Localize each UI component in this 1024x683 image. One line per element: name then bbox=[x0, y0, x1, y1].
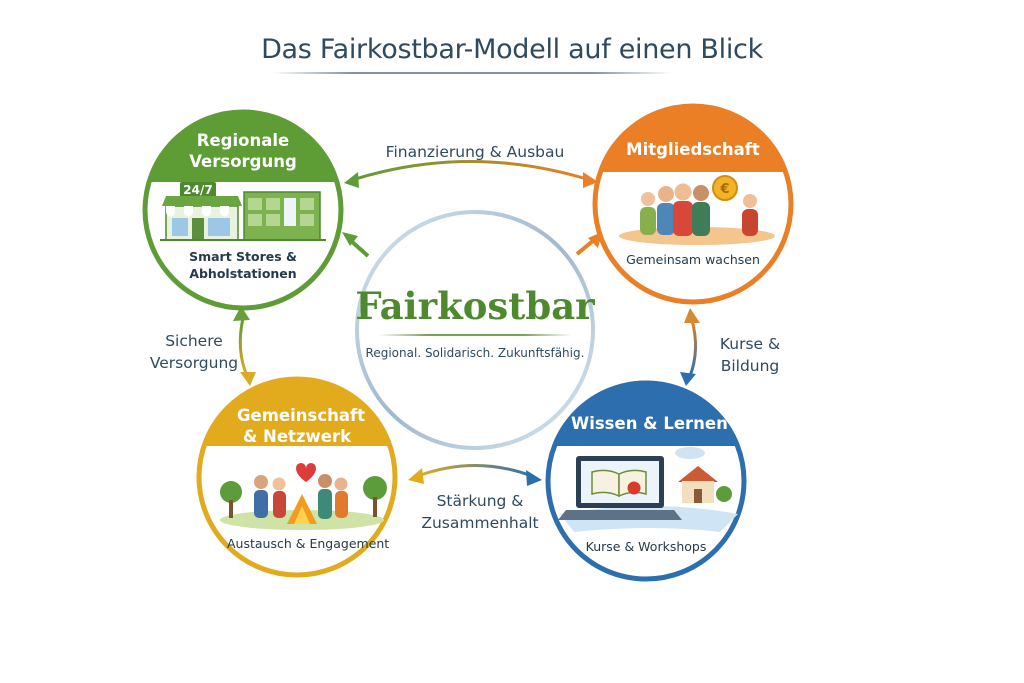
store-sign-24-7: 24/7 bbox=[183, 183, 213, 197]
center-circle bbox=[355, 210, 595, 450]
connector-right-arrow bbox=[680, 308, 700, 386]
connector-left-arrow bbox=[233, 306, 256, 386]
node-knowledge-title: Wissen & Lernen bbox=[571, 414, 728, 433]
center-divider bbox=[378, 334, 572, 336]
apple-icon bbox=[627, 481, 641, 495]
node-regional bbox=[142, 109, 344, 311]
node-regional-caption: Smart Stores & Abholstationen bbox=[189, 249, 297, 281]
community-illustration bbox=[220, 463, 387, 530]
connector-top-label: Finanzierung & Ausbau bbox=[385, 143, 565, 161]
node-membership-caption: Gemeinsam wachsen bbox=[626, 252, 760, 267]
euro-coin-icon: € bbox=[719, 182, 729, 197]
center-tagline: Regional. Solidarisch. Zukunftsfähig. bbox=[365, 346, 585, 360]
center-brand-name: Fairkostbar bbox=[355, 284, 595, 328]
page-title: Das Fairkostbar-Modell auf einen Blick bbox=[261, 34, 763, 65]
node-regional-title: Regionale Versorgung bbox=[168, 130, 318, 172]
node-knowledge-caption: Kurse & Workshops bbox=[585, 539, 707, 554]
node-regional-title-text: Regionale Versorgung bbox=[189, 131, 297, 171]
knowledge-illustration bbox=[558, 447, 738, 532]
members-illustration: € bbox=[619, 175, 775, 245]
node-community-title: Gemeinschaft & Netzwerk bbox=[222, 405, 372, 447]
node-membership-title: Mitgliedschaft bbox=[626, 140, 760, 159]
connector-top-arrow bbox=[344, 160, 598, 188]
connector-left-label: Sichere Versorgung bbox=[149, 332, 239, 372]
center-to-regional-arrow bbox=[342, 232, 370, 258]
title-underline bbox=[272, 72, 672, 74]
connector-bottom-label: Stärkung & Zusammenhalt bbox=[421, 492, 539, 532]
node-membership: € bbox=[592, 103, 794, 305]
node-knowledge bbox=[545, 380, 747, 582]
store-illustration bbox=[160, 182, 326, 241]
heart-icon bbox=[296, 463, 316, 482]
node-community-title-text: Gemeinschaft & Netzwerk bbox=[237, 406, 366, 446]
connector-bottom-arrow bbox=[408, 464, 542, 486]
node-community bbox=[196, 376, 398, 578]
connector-right-label: Kurse & Bildung bbox=[719, 335, 781, 375]
node-community-caption: Austausch & Engagement bbox=[227, 536, 390, 551]
